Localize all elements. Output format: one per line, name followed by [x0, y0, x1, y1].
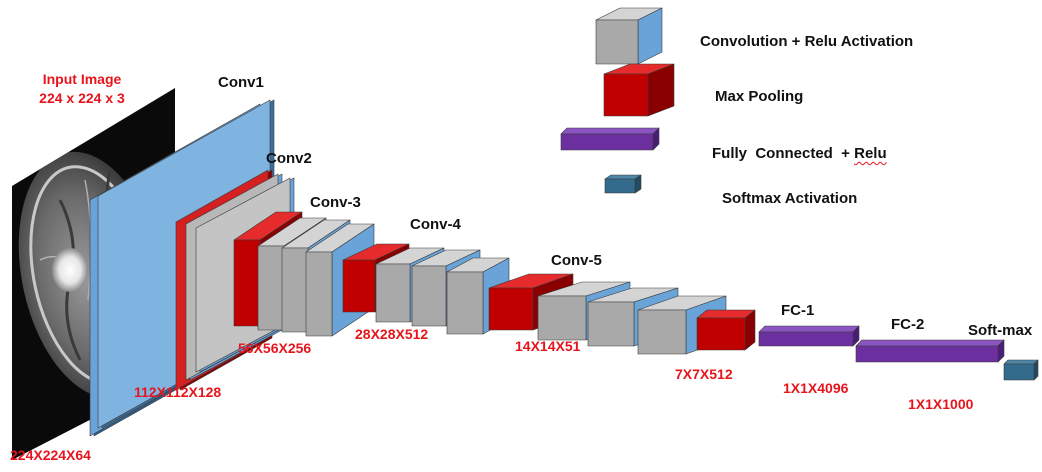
- conv5-label: Conv-5: [551, 252, 602, 269]
- legend-softmax-text: Softmax Activation: [722, 190, 858, 207]
- fc1-bar-top: [758, 325, 860, 333]
- conv3-box-c-front: [305, 251, 333, 337]
- conv5-box-c-front: [637, 309, 687, 355]
- legend-fc-bar-front: [560, 133, 654, 151]
- legend-pool-text: Max Pooling: [715, 88, 804, 105]
- softmax-box: [1003, 359, 1039, 381]
- conv4-label: Conv-4: [410, 216, 461, 233]
- conv5-box-b-front: [587, 301, 635, 347]
- softmax-box-front: [1003, 363, 1035, 381]
- pool2-box-front: [233, 239, 261, 327]
- dim-28x28x512: 28X28X512: [355, 326, 429, 342]
- legend-fc-relu: Relu: [854, 145, 887, 162]
- legend-softmax-box-front: [604, 178, 636, 194]
- pool4-box-front: [488, 287, 534, 331]
- legend-fc-bar: [560, 127, 660, 151]
- fc1-bar: [758, 325, 860, 347]
- conv1-label: Conv1: [218, 74, 264, 91]
- conv4-box-c-front: [446, 271, 484, 335]
- dim-14x14x51: 14X14X51: [515, 338, 581, 354]
- input-title: Input Image: [42, 71, 122, 87]
- legend-fc-text: Fully Connected + Relu: [712, 145, 887, 162]
- softmax-box-top: [1003, 359, 1039, 365]
- pool5-box-front: [696, 317, 746, 351]
- legend-pool-cube-front: [603, 73, 649, 117]
- dim-7x7x512: 7X7X512: [675, 366, 733, 382]
- input-image-label: Input Image 224 x 224 x 3: [22, 70, 142, 108]
- legend-conv-cube: [595, 7, 663, 65]
- conv3-label: Conv-3: [310, 194, 361, 211]
- conv3-box-a-front: [257, 245, 285, 331]
- dim-1x1x1000: 1X1X1000: [908, 396, 974, 412]
- legend-shapes: [560, 7, 675, 194]
- pool5-box: [696, 309, 756, 351]
- fc2-bar-top: [855, 339, 1005, 347]
- network-blocks: [175, 169, 1039, 391]
- fc2-bar: [855, 339, 1005, 363]
- fc2-bar-front: [855, 345, 999, 363]
- legend-fc-bar-top: [560, 127, 660, 135]
- conv2-label: Conv2: [266, 150, 312, 167]
- legend-conv-cube-front: [595, 19, 639, 65]
- fc1-label: FC-1: [781, 302, 815, 319]
- legend-pool-cube: [603, 63, 675, 117]
- input-dimensions: 224 x 224 x 3: [39, 90, 125, 106]
- dim-112x112x128: 112X112X128: [134, 384, 222, 400]
- dim-1x1x4096: 1X1X4096: [783, 380, 849, 396]
- softmax-label: Soft-max: [968, 322, 1033, 339]
- conv5-box-a-front: [537, 295, 587, 341]
- conv4-box-a-front: [375, 263, 411, 323]
- legend-conv-text: Convolution + Relu Activation: [700, 33, 914, 50]
- fc2-label: FC-2: [891, 316, 925, 333]
- legend-fc-prefix: Fully Connected +: [712, 145, 855, 162]
- dim-56x56x256: 56X56X256: [238, 340, 312, 356]
- conv3-box-b-front: [281, 247, 309, 333]
- conv4-box-b-front: [411, 265, 447, 327]
- fc1-bar-front: [758, 331, 854, 347]
- pool3-box-front: [342, 259, 376, 313]
- softmax-box-side: [1033, 359, 1039, 381]
- legend-softmax-box: [604, 174, 642, 194]
- dim-224x224x64: 224X224X64: [10, 447, 91, 463]
